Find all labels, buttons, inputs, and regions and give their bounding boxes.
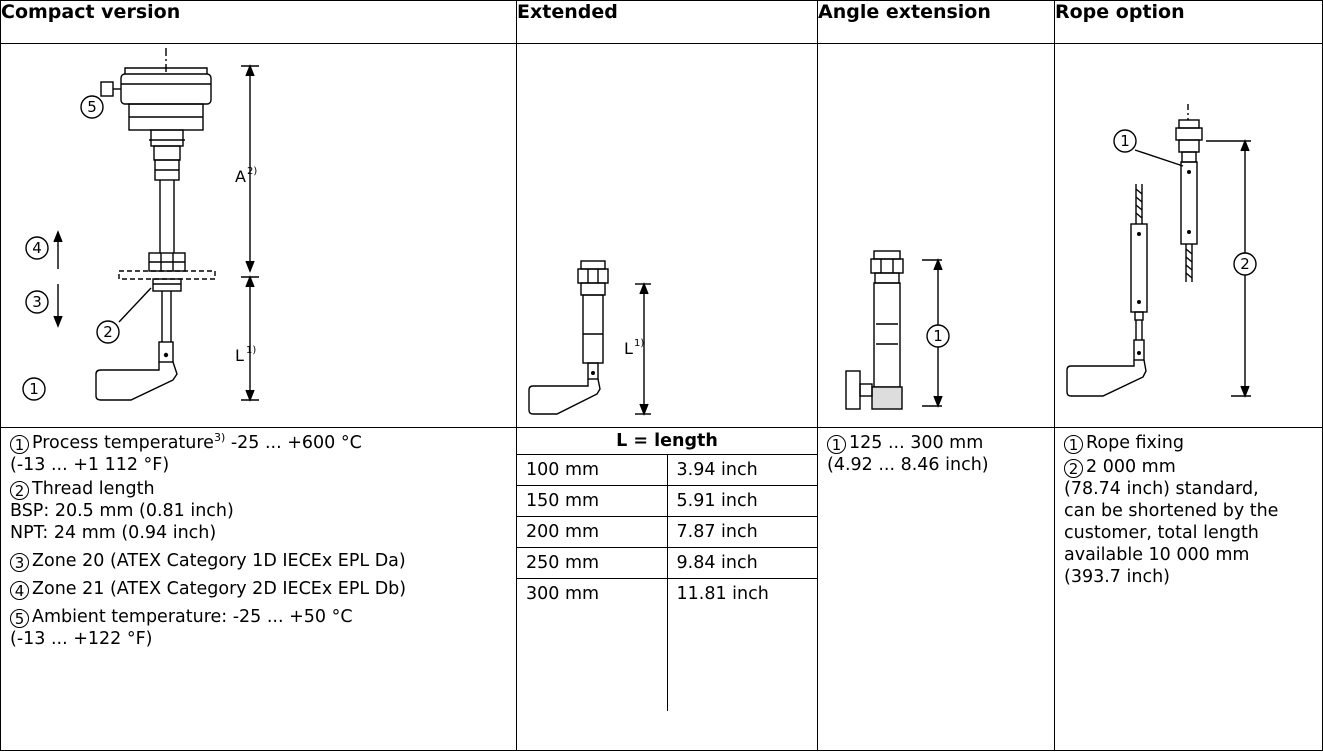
thread-length-npt: NPT: 24 mm (0.94 inch) (10, 523, 217, 543)
compact-figure-cell: 5 4 3 2 1 A 2) L 1) (0, 43, 517, 428)
angle-figure-cell: 1 (817, 43, 1055, 428)
angle-num-badge-1: 1 (827, 435, 846, 454)
length-inch: 11.81 inch (666, 578, 817, 613)
header-row: Compact version Extended Angle extension… (0, 0, 1323, 44)
dim-a-note: 2) (247, 166, 257, 177)
num-badge-3: 3 (10, 553, 29, 572)
table-row: 300 mm 11.81 inch (517, 578, 817, 613)
length-table-title-row: L = length (517, 428, 817, 455)
length-mm: 300 mm (517, 578, 667, 613)
rope-length-line5: available 10 000 mm (1064, 545, 1250, 565)
length-mm: 100 mm (517, 454, 667, 486)
length-inch: 7.87 inch (666, 516, 817, 548)
length-mm: 250 mm (517, 547, 667, 579)
angle-length-range-inch: (4.92 ... 8.46 inch) (827, 455, 989, 475)
angle-callout-1: 1 (933, 327, 943, 345)
ext-dim-l-note: 1) (634, 338, 644, 349)
callout-4: 4 (32, 239, 42, 257)
length-inch: 9.84 inch (666, 547, 817, 579)
length-inch: 3.94 inch (666, 454, 817, 486)
num-badge-4: 4 (10, 581, 29, 600)
header-angle-extension: Angle extension (817, 0, 1055, 44)
angle-extension-drawing: 1 (845, 250, 950, 410)
rope-option-drawing: 1 2 (1066, 104, 1257, 398)
rope-fixing-text: Rope fixing (1086, 433, 1184, 453)
num-badge-2: 2 (10, 481, 29, 500)
header-extended: Extended (516, 0, 818, 44)
length-inch: 5.91 inch (666, 485, 817, 517)
callout-3: 3 (32, 293, 42, 311)
process-temp-fahrenheit: (-13 ... +1 112 °F) (10, 455, 170, 475)
dim-l-note: 1) (246, 345, 256, 356)
callout-5: 5 (87, 98, 97, 116)
dim-l-label: L (235, 346, 244, 365)
table-filler-row (517, 613, 817, 711)
rope-length-line2: (78.74 inch) standard, (1064, 479, 1259, 499)
callout-2: 2 (103, 323, 113, 341)
rope-num-badge-2: 2 (1064, 459, 1083, 478)
table-row: 150 mm 5.91 inch (517, 485, 817, 517)
num-badge-5: 5 (10, 609, 29, 628)
rope-callout-2: 2 (1240, 255, 1250, 273)
length-table: L = length 100 mm 3.94 inch 150 mm 5.91 … (517, 428, 817, 711)
table-row: 250 mm 9.84 inch (517, 547, 817, 579)
rope-length-line3: can be shortened by the (1064, 501, 1279, 521)
rope-figure-cell: 1 2 (1054, 43, 1323, 428)
process-temp-label: Process temperature (32, 433, 214, 453)
rope-length-text: 2 000 mm (1086, 457, 1176, 477)
rope-length-line6: (393.7 inch) (1064, 567, 1170, 587)
process-temp-note: 3) (213, 431, 226, 445)
extended-figure-cell: L 1) (516, 43, 818, 428)
rope-num-badge-1: 1 (1064, 435, 1083, 454)
ext-dim-l-label: L (624, 339, 633, 358)
length-mm: 200 mm (517, 516, 667, 548)
length-table-title: L = length (616, 431, 718, 451)
ambient-temp-fahrenheit: (-13 ... +122 °F) (10, 629, 153, 649)
ambient-temp-text: Ambient temperature: -25 ... +50 °C (32, 607, 353, 627)
header-rope-option: Rope option (1054, 0, 1323, 44)
num-badge-1: 1 (10, 435, 29, 454)
table-row: 100 mm 3.94 inch (517, 454, 817, 486)
compact-version-drawing: 5 4 3 2 1 A 2) L 1) (22, 48, 259, 402)
zone-20-text: Zone 20 (ATEX Category 1D IECEx EPL Da) (32, 551, 406, 571)
thread-length-label: Thread length (32, 479, 155, 499)
rope-length-line4: customer, total length (1064, 523, 1259, 543)
thread-length-bsp: BSP: 20.5 mm (0.81 inch) (10, 501, 234, 521)
process-temp-value: -25 ... +600 °C (225, 433, 362, 453)
dim-a-label: A (235, 167, 246, 186)
rope-callout-1: 1 (1120, 132, 1130, 150)
header-compact-version: Compact version (0, 0, 517, 44)
angle-length-range: 125 ... 300 mm (849, 433, 984, 453)
callout-1: 1 (29, 380, 39, 398)
length-mm: 150 mm (517, 485, 667, 517)
length-table-cell: L = length 100 mm 3.94 inch 150 mm 5.91 … (516, 427, 818, 751)
zone-21-text: Zone 21 (ATEX Category 2D IECEx EPL Db) (32, 579, 407, 599)
extended-drawing: L 1) (528, 260, 651, 416)
table-row: 200 mm 7.87 inch (517, 516, 817, 548)
figure-row: 5 4 3 2 1 A 2) L 1) (0, 43, 1323, 428)
